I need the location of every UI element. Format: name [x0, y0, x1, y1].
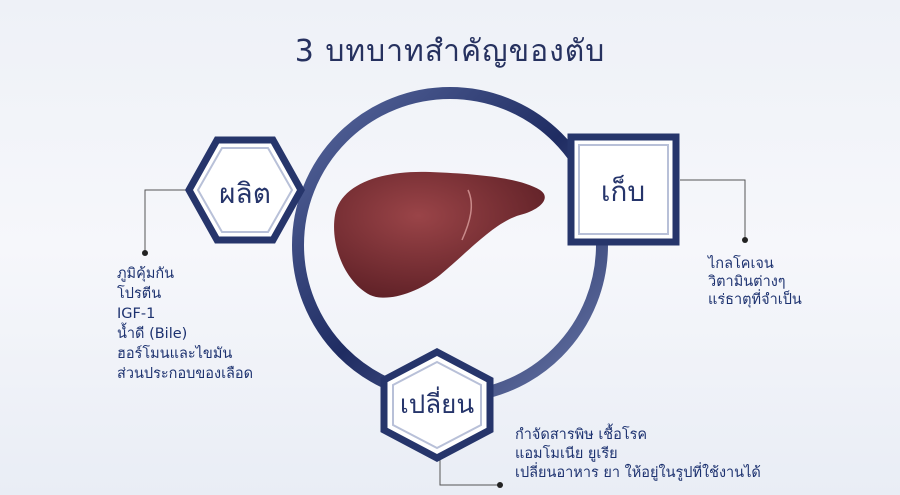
store-label: เก็บ — [600, 175, 646, 208]
list-item: ไกลโคเจน — [708, 256, 774, 272]
list-item: กำจัดสารพิษ เชื้อโรค — [515, 427, 648, 443]
list-item: ส่วนประกอบของเลือด — [117, 366, 254, 382]
change-list: กำจัดสารพิษ เชื้อโรค แอมโมเนีย ยูเรีย เป… — [515, 426, 761, 483]
list-item: โปรตีน — [117, 286, 162, 302]
store-connector — [680, 179, 746, 240]
produce-list: ภูมิคุ้มกัน โปรตีน IGF-1 น้ำดี (Bile) ฮอ… — [117, 264, 253, 384]
list-item: แร่ธาตุที่จำเป็น — [708, 292, 802, 308]
list-item: ฮอร์โมนและไขมัน — [117, 346, 233, 362]
list-item: ภูมิคุ้มกัน — [117, 266, 175, 282]
produce-hexagon — [184, 136, 306, 244]
produce-label: ผลิต — [219, 177, 271, 210]
produce-connector — [144, 189, 190, 253]
store-square — [567, 133, 680, 246]
list-item: วิตามินต่างๆ — [708, 274, 786, 290]
list-item: แอมโมเนีย ยูเรีย — [515, 446, 618, 462]
page-title: 3 บทบาทสำคัญของตับ — [294, 34, 606, 69]
change-label: เปลี่ยน — [399, 390, 475, 420]
list-item: น้ำดี (Bile) — [117, 326, 188, 342]
list-item: เปลี่ยนอาหาร ยา ให้อยู่ในรูปที่ใช้งานได้ — [515, 465, 761, 481]
change-hexagon — [380, 348, 494, 462]
store-list: ไกลโคเจน วิตามินต่างๆ แร่ธาตุที่จำเป็น — [708, 255, 802, 309]
liver-icon — [334, 171, 545, 298]
list-item: IGF-1 — [117, 306, 156, 322]
